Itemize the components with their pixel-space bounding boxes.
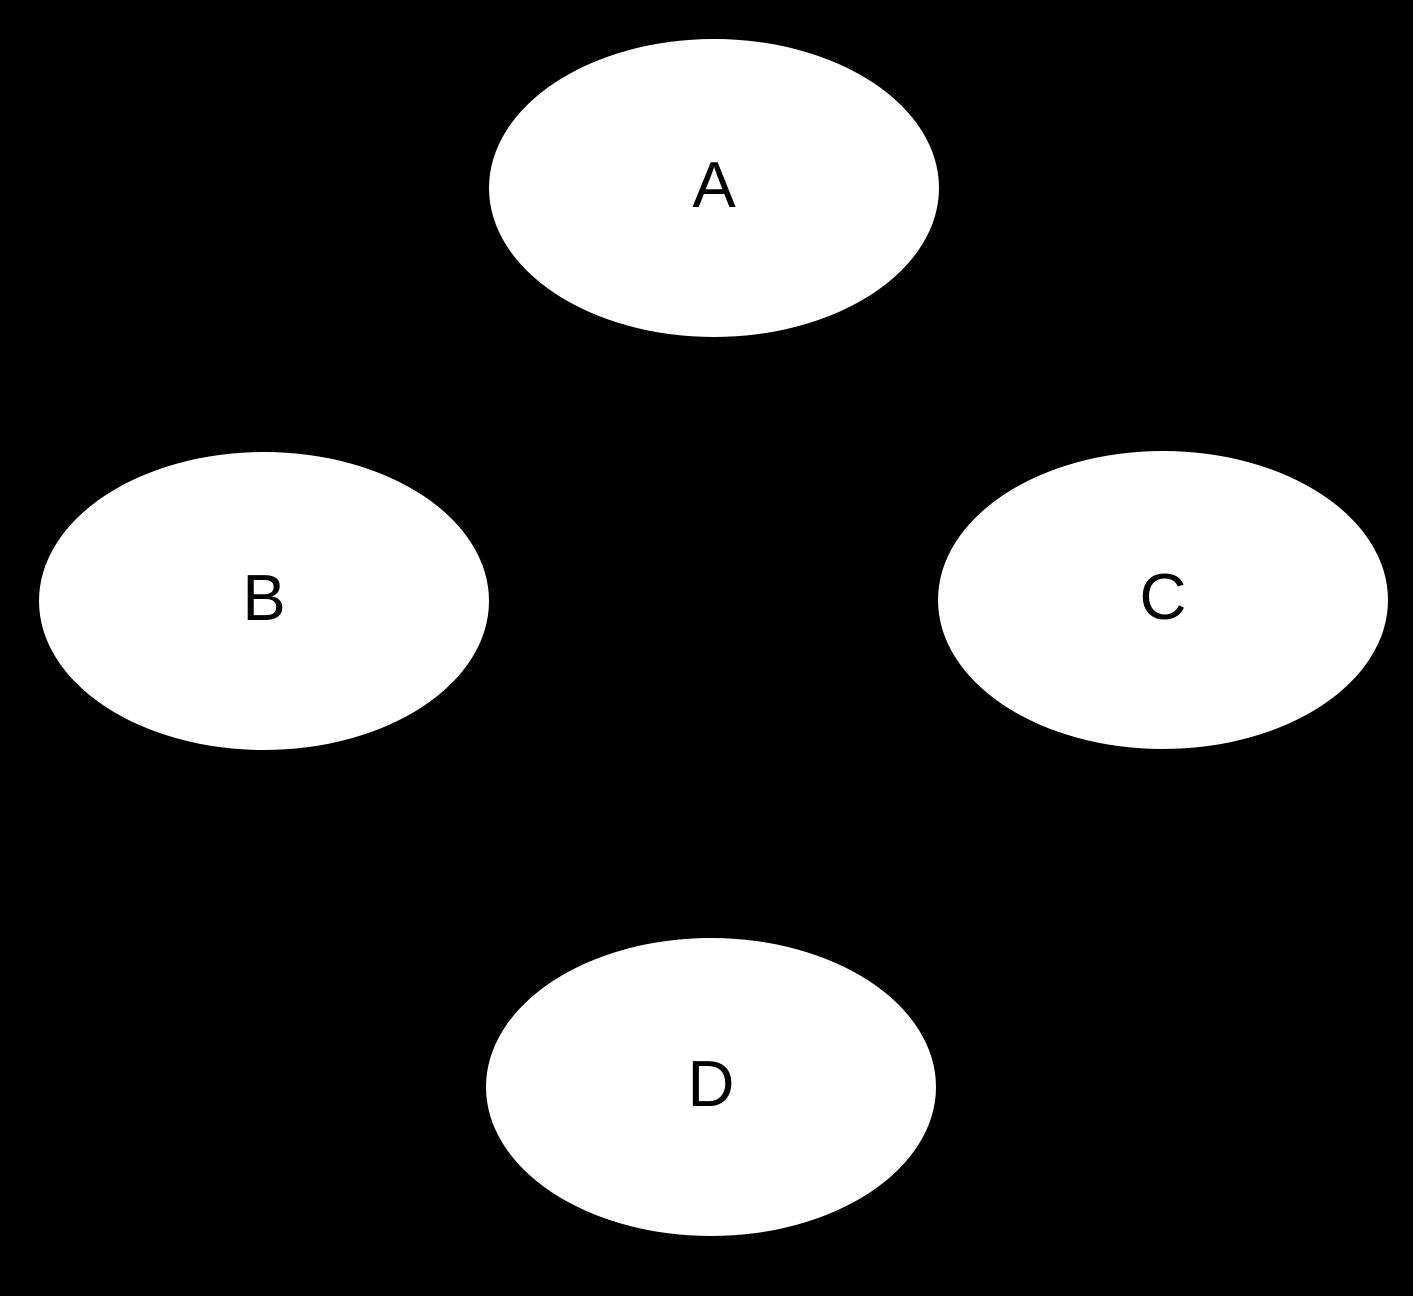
graph-node-d: D [486, 938, 936, 1236]
node-b-label: B [242, 560, 286, 634]
node-c-label: C [1139, 559, 1187, 633]
graph-node-a: A [489, 39, 939, 337]
node-a-label: A [692, 147, 736, 221]
graph-node-c: C [938, 451, 1388, 749]
node-d-label: D [687, 1046, 735, 1120]
graph-node-b: B [39, 452, 489, 750]
